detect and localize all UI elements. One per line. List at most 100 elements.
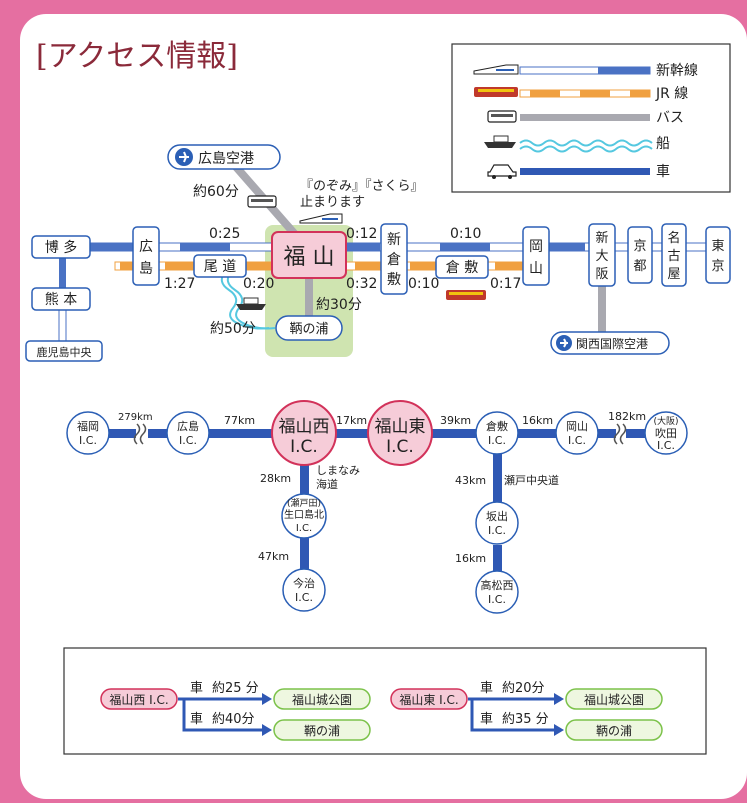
from-fukuyama-higashi-badge bbox=[390, 688, 468, 710]
station-tokyo-label-1: 東 bbox=[711, 238, 724, 254]
ic-setoda-label-1: (瀬戸田) bbox=[287, 497, 321, 509]
nishi-castle-car-label: 車 bbox=[190, 681, 203, 696]
ic-fukuoka-label-2: I.C. bbox=[79, 434, 97, 447]
ship-icon bbox=[484, 135, 516, 148]
ic-imabari-label-2: I.C. bbox=[295, 591, 313, 604]
route-arrows-higashi bbox=[468, 697, 554, 732]
distance-hiroshima-nishi: 77km bbox=[224, 414, 255, 427]
airport-bus-time: 約60分 bbox=[193, 184, 239, 200]
ic-sakaide-label-1: 坂出 bbox=[486, 509, 508, 523]
station-nagoya bbox=[661, 223, 687, 287]
ic-hiroshima bbox=[166, 411, 210, 455]
distance-sakaide-takamatsu: 16km bbox=[455, 552, 486, 565]
kansai-airport-label: 関西国際空港 bbox=[576, 337, 648, 351]
higashi-castle-car-label: 車 bbox=[480, 681, 493, 696]
ic-imabari bbox=[282, 568, 326, 612]
page-title: [アクセス情報] bbox=[36, 39, 238, 74]
ic-fukuyama-nishi-label-1: 福山西 bbox=[279, 417, 330, 437]
station-shinosaka bbox=[588, 223, 616, 287]
tomo-bus-time: 約30分 bbox=[316, 297, 362, 313]
ic-suita-label-2: 吹田 bbox=[655, 427, 677, 440]
from-fukuyama-nishi-badge bbox=[100, 688, 178, 710]
route-arrows-nishi bbox=[178, 697, 262, 732]
ic-suita-label-3: I.C. bbox=[657, 439, 675, 452]
dest-tomo-nishi bbox=[273, 719, 371, 741]
station-okayama bbox=[522, 226, 550, 286]
shinkansen-train-icon bbox=[299, 213, 343, 224]
nishi-tomo-car-label: 車 bbox=[190, 712, 203, 727]
station-shinosaka-label-2: 大 bbox=[595, 249, 608, 264]
arrow-right-icon bbox=[554, 724, 564, 736]
jr-train-icon bbox=[474, 87, 518, 97]
ic-imabari-label-1: 今治 bbox=[293, 576, 315, 590]
time-hiroshima-fukuyama: 0:25 bbox=[209, 226, 240, 242]
ic-suita-label-1: (大阪) bbox=[653, 415, 678, 427]
arrow-right-icon bbox=[262, 724, 272, 736]
legend: 新幹線 JR 線 バス 船 車 bbox=[451, 43, 731, 193]
car-icon bbox=[487, 164, 517, 179]
jr-line-sample bbox=[530, 90, 560, 97]
ic-kurashiki-label-2: I.C. bbox=[488, 434, 506, 447]
time-hiroshima-fukuyama-jr: 1:27 bbox=[164, 276, 195, 292]
station-hiroshima-label-1: 広 bbox=[139, 239, 153, 255]
station-hakata bbox=[31, 235, 91, 259]
station-kyoto-label-2: 都 bbox=[633, 259, 646, 274]
station-okayama-label-1: 岡 bbox=[529, 239, 543, 255]
distance-nishi-setoda: 28km bbox=[260, 472, 291, 485]
shimanami-label-1: しまなみ bbox=[316, 464, 360, 477]
station-shinkurashiki-label-3: 敷 bbox=[387, 272, 401, 288]
station-onomichi bbox=[193, 254, 247, 278]
ic-okayama bbox=[555, 411, 599, 455]
legend-shinkansen-label: 新幹線 bbox=[656, 62, 698, 79]
distance-okayama-suita: 182km bbox=[608, 410, 646, 423]
distance-kurashiki-okayama: 16km bbox=[522, 414, 553, 427]
kansai-airport-badge bbox=[550, 331, 670, 355]
from-fukuyama-higashi-label: 福山東 I.C. bbox=[399, 692, 458, 707]
ship-route bbox=[220, 271, 270, 330]
arrow-right-icon bbox=[262, 693, 272, 705]
ic-sakaide bbox=[475, 501, 519, 545]
ic-takamatsu-label-1: 高松西 bbox=[481, 578, 514, 592]
higashi-castle-time: 約20分 bbox=[502, 681, 545, 696]
station-nagoya-label-2: 古 bbox=[667, 249, 680, 264]
ic-fukuyama-nishi bbox=[271, 400, 337, 466]
distance-break-icon bbox=[133, 423, 147, 445]
ic-hiroshima-label-2: I.C. bbox=[179, 434, 197, 447]
arrow-right-icon bbox=[554, 693, 564, 705]
bus-icon bbox=[487, 110, 517, 123]
tomo-label: 鞆の浦 bbox=[289, 322, 328, 337]
distance-fukuoka-hiroshima: 279km bbox=[118, 412, 153, 423]
ic-takamatsu-nishi bbox=[475, 570, 519, 614]
ship-icon bbox=[236, 297, 266, 310]
station-fukuyama-label: 福 山 bbox=[284, 245, 335, 270]
legend-car-label: 車 bbox=[656, 163, 670, 180]
ic-okayama-label-2: I.C. bbox=[568, 434, 586, 447]
higashi-tomo-time: 約35 分 bbox=[502, 712, 549, 727]
station-fukuyama bbox=[271, 231, 347, 279]
station-hakata-label: 博 多 bbox=[45, 239, 77, 256]
station-kyoto-label-1: 京 bbox=[633, 239, 646, 254]
ic-fukuoka bbox=[66, 411, 110, 455]
ship-time: 約50分 bbox=[210, 321, 256, 337]
nishi-castle-time: 約25 分 bbox=[212, 681, 259, 696]
ic-hiroshima-label-1: 広島 bbox=[177, 419, 199, 433]
time-shinkurashiki-kurashiki: 0:10 bbox=[408, 276, 439, 292]
nozomi-note-1: 『のぞみ』『さくら』 bbox=[300, 179, 424, 194]
dest-tomo-higashi-label: 鞆の浦 bbox=[596, 724, 632, 738]
station-kumamoto bbox=[31, 287, 91, 311]
station-shinkurashiki bbox=[380, 223, 408, 295]
ic-fukuyama-higashi-label-2: I.C. bbox=[386, 437, 414, 457]
distance-setoda-imabari: 47km bbox=[258, 550, 289, 563]
tomo-badge bbox=[275, 315, 343, 341]
dest-castle-park-nishi bbox=[273, 688, 371, 710]
shinkansen-line-sample bbox=[598, 67, 650, 74]
ic-okayama-label-1: 岡山 bbox=[566, 420, 588, 433]
station-kurashiki bbox=[435, 255, 489, 279]
ic-sakaide-label-2: I.C. bbox=[488, 524, 506, 537]
station-shinkurashiki-label-1: 新 bbox=[387, 232, 401, 248]
car-line-sample bbox=[520, 168, 650, 175]
station-tokyo bbox=[705, 226, 731, 284]
hiroshima-airport-badge bbox=[167, 144, 281, 170]
ic-kurashiki-label-1: 倉敷 bbox=[486, 419, 508, 433]
